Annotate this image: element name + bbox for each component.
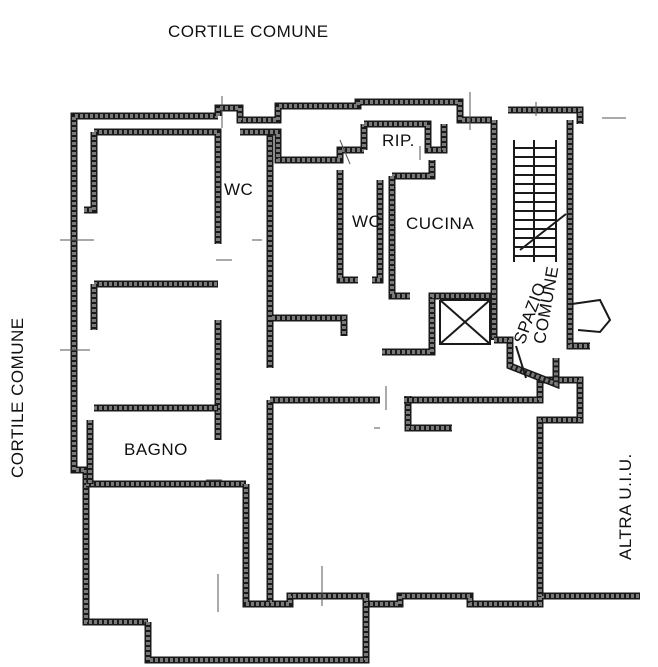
dim-tick-13: [339, 139, 351, 165]
wall-bedroom1-top: [94, 130, 220, 244]
outer-wall-left: [72, 114, 218, 624]
wall-kitchen-left-edge: [388, 176, 410, 300]
label-top-courtyard: CORTILE COMUNE: [168, 22, 329, 41]
label-wc-left: WC: [224, 180, 254, 199]
lift-cross-2: [439, 299, 491, 345]
wall-closet-top: [364, 122, 446, 152]
wall-balcony-edge: [144, 604, 370, 664]
wall-balcony: [146, 604, 368, 662]
label-wc-center: WC: [352, 212, 382, 231]
outer-wall-top: [216, 100, 492, 122]
wall-closet-bottom-edge: [392, 160, 436, 180]
wall-living-right-edge: [404, 376, 584, 596]
wall-living-bottom: [268, 400, 640, 606]
wall-left-jog: [84, 132, 96, 212]
wall-stairs-right-edge: [566, 120, 590, 350]
wall-living-right: [404, 378, 582, 596]
wall-living-notch: [406, 396, 452, 430]
wall-bathroom-right: [244, 484, 270, 606]
label-bathroom: BAGNO: [124, 440, 188, 459]
wall-kitchen-left: [390, 176, 410, 298]
wall-bedroom1-top-edge: [94, 128, 222, 244]
wall-stairs-right: [568, 120, 590, 348]
label-left-courtyard: CORTILE COMUNE: [8, 317, 27, 478]
wall-kitchen-bottom: [382, 294, 494, 354]
door-swing-common: [515, 345, 527, 379]
stair-arrow: [519, 213, 567, 251]
door-swing-right: [571, 298, 612, 334]
wall-wc2-left: [338, 170, 358, 282]
walls: [70, 98, 640, 664]
wall-common-lower: [494, 338, 558, 387]
wall-bathroom-right-edge: [242, 484, 270, 608]
label-other-unit: ALTRA U.I.U.: [616, 453, 635, 560]
wall-stairs-top: [508, 108, 582, 124]
wall-wc2-right: [372, 180, 382, 282]
label-kitchen: CUCINA: [406, 214, 475, 233]
wall-closet-bottom: [392, 160, 434, 178]
construction-marks: [60, 92, 626, 612]
wall-wc-bottom: [272, 316, 346, 336]
wall-wc-top-edge: [240, 128, 364, 164]
wall-wc-bottom-edge: [272, 314, 348, 336]
wall-living-bottom-edge: [266, 400, 640, 608]
label-closet: RIP.: [382, 131, 415, 150]
wall-wc-top: [240, 130, 364, 162]
